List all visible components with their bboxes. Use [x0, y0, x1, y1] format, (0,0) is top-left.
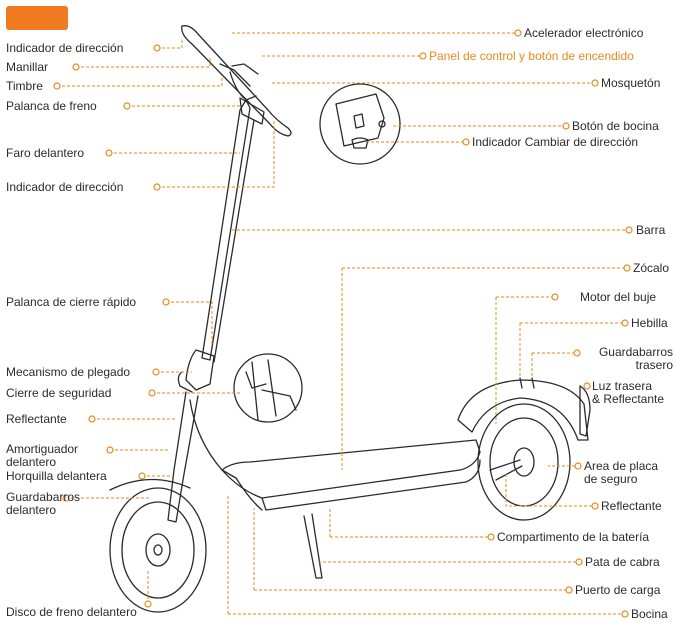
label-compartimento: Compartimento de la batería — [497, 530, 650, 544]
label-barra: Barra — [636, 223, 666, 237]
label-reflectante-left: Reflectante — [6, 412, 67, 426]
deck-shape — [221, 439, 481, 499]
label-reflectante-right: Reflectante — [601, 499, 662, 513]
stem-shape — [201, 99, 251, 361]
label-boton-bocina: Botón de bocina — [572, 119, 659, 133]
label-hebilla: Hebilla — [631, 316, 668, 330]
handlebar-shape — [181, 25, 292, 137]
folding-shape — [185, 349, 215, 391]
label-indicador-direccion-top: Indicador de dirección — [6, 41, 124, 55]
label-area-placa: Area de placa de seguro — [584, 459, 659, 486]
label-puerto-carga: Puerto de carga — [575, 583, 661, 597]
label-panel-control: Panel de control y botón de encendido — [429, 49, 634, 63]
front-fender-shape — [109, 478, 191, 491]
label-motor-buje: Motor del buje — [580, 290, 657, 304]
header-badge — [6, 6, 68, 30]
front-wheel-shape — [109, 487, 207, 613]
label-mecanismo-plegado: Mecanismo de plegado — [6, 365, 131, 379]
label-bocina: Bocina — [631, 607, 668, 621]
inset-folding — [233, 353, 303, 423]
label-mosqueton: Mosquetón — [601, 76, 661, 90]
label-indicador-direccion-mid: Indicador de dirección — [6, 180, 124, 194]
label-zocalo: Zócalo — [633, 261, 670, 275]
label-timbre: Timbre — [6, 79, 43, 93]
label-palanca-cierre: Palanca de cierre rápido — [6, 295, 137, 309]
rear-wheel-shape — [477, 403, 571, 521]
label-luz-trasera: Luz trasera & Reflectante — [592, 379, 665, 406]
label-palanca-freno: Palanca de freno — [6, 99, 97, 113]
label-indicador-cambiar: Indicador Cambiar de dirección — [472, 135, 639, 149]
label-guardabarros-tra: Guardabarros trasero — [598, 345, 673, 372]
label-acelerador: Acelerador electrónico — [524, 26, 644, 40]
rear-fender-shape — [457, 379, 589, 441]
label-horquilla: Horquilla delantera — [6, 469, 107, 483]
label-pata-cabra: Pata de cabra — [585, 555, 660, 569]
kickstand-shape — [303, 513, 323, 579]
callout-dots — [53, 29, 633, 618]
label-faro-delantero: Faro delantero — [6, 146, 85, 160]
label-amortiguador: Amortiguador delantero — [6, 442, 79, 469]
label-guardabarros-del: Guardabarros delantero — [6, 490, 81, 517]
label-cierre-seguridad: Cierre de seguridad — [6, 386, 112, 400]
label-manillar: Manillar — [6, 60, 49, 74]
label-disco-freno: Disco de freno delantero — [6, 605, 137, 619]
inset-control-panel — [319, 83, 401, 165]
fork-shape — [167, 391, 199, 523]
